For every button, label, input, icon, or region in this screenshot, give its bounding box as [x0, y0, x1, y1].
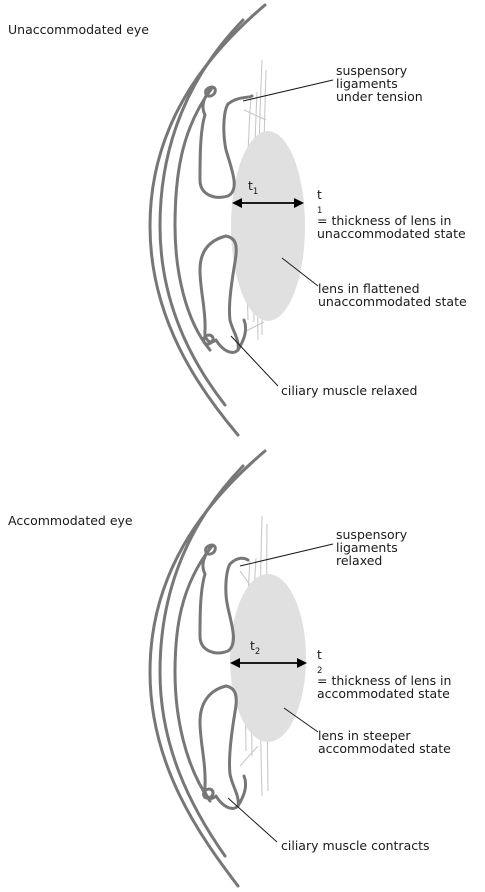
suspensory-ligaments-label: suspensory ligaments under tension [336, 64, 423, 103]
thickness-symbol: t1 [248, 180, 258, 193]
suspensory-ligaments-label: suspensory ligaments relaxed [336, 528, 407, 567]
lens-state-label: lens in flattened unaccommodated state [318, 282, 467, 308]
accommodated-eye-diagram: Accommodated eye [0, 446, 485, 892]
thickness-symbol: t2 [250, 640, 260, 653]
unaccommodated-eye-diagram: Unaccommodated eye [0, 0, 485, 446]
ciliary-muscle-label: ciliary muscle contracts [281, 839, 430, 852]
lens-flattened [231, 131, 305, 321]
lens-steeper [230, 574, 306, 742]
lens-state-label: lens in steeper accommodated state [318, 729, 451, 755]
ciliary-muscle-label: ciliary muscle relaxed [281, 384, 417, 397]
